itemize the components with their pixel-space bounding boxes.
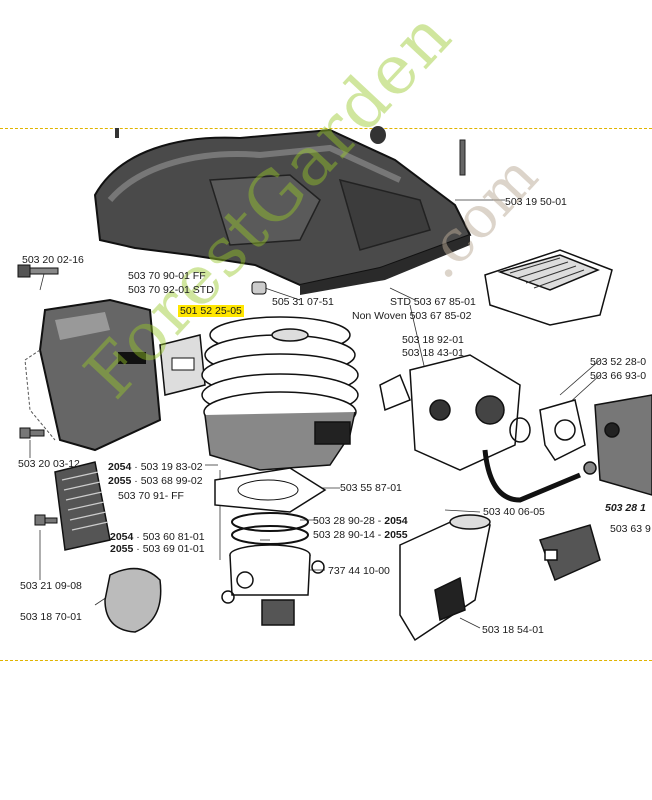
spacer — [251, 281, 267, 295]
air-filter — [484, 249, 613, 326]
piston-rings — [231, 512, 309, 545]
label-bolt: 503 20 02-16 — [22, 254, 84, 266]
label-fuel-hose: 503 40 06-05 — [483, 506, 545, 518]
cooling-plate — [54, 461, 111, 551]
label-carb-part-2: 503 66 93-0 — [590, 370, 647, 382]
bolt — [17, 264, 59, 278]
label-gasket-highlight: 501 52 25-05 — [178, 305, 244, 317]
top-dashed-border — [0, 128, 652, 129]
label-cooling-plate: 503 70 91- FF — [118, 490, 184, 502]
exhaust-gasket — [159, 334, 206, 396]
label-muffler-ff: 503 70 90-01 FF — [128, 270, 206, 282]
muffler — [24, 298, 162, 452]
label-cylinder-2054: 2054 · 503 19 83-02 — [108, 461, 203, 473]
bottom-dashed-border — [0, 660, 652, 661]
small-screws — [19, 427, 58, 526]
label-spacer: 505 31 07-51 — [272, 296, 334, 308]
carb-gaskets — [539, 399, 586, 461]
screen — [104, 567, 162, 633]
label-piston-2055: 2055 · 503 69 01-01 — [110, 543, 205, 555]
label-ring-2054: 503 28 90-28 - 2054 — [313, 515, 408, 527]
intake-manifold — [399, 514, 491, 642]
label-carburetor: 503 28 1 — [605, 502, 646, 514]
carburetor — [583, 394, 652, 496]
label-air-filter-cover: 503 19 50-01 — [505, 196, 567, 208]
piston — [221, 544, 325, 626]
label-screen: 503 18 70-01 — [20, 611, 82, 623]
label-screw: 503 21 09-08 — [20, 580, 82, 592]
label-throttle-part: 503 63 9 — [610, 523, 651, 535]
label-intake-1: 503 18 92-01 — [402, 334, 464, 346]
label-piston-2054: 2054 · 503 60 81-01 — [110, 531, 205, 543]
intake-adapter — [379, 354, 531, 471]
label-cylinder-2055: 2055 · 503 68 99-02 — [108, 475, 203, 487]
label-filter-std: STD 503 67 85-01 — [390, 296, 476, 308]
label-intake-manifold: 503 18 54-01 — [482, 624, 544, 636]
label-muffler-std: 503 70 92-01 STD — [128, 284, 214, 296]
fuel-hose — [482, 449, 581, 503]
label-muffler-screw: 503 20 03-12 — [18, 458, 80, 470]
throttle-part — [539, 524, 601, 582]
base-gasket — [214, 467, 327, 513]
label-intake-2: 503 18 43-01 — [402, 347, 464, 359]
label-circlip: 737 44 10-00 — [328, 565, 390, 577]
label-base-gasket: 503 55 87-01 — [340, 482, 402, 494]
label-filter-nonwoven: Non Woven 503 67 85-02 — [352, 310, 472, 322]
label-ring-2055: 503 28 90-14 - 2055 — [313, 529, 408, 541]
top-cover — [93, 126, 472, 295]
label-carb-part-1: 503 52 28-0 — [590, 356, 647, 368]
cylinder — [201, 316, 359, 471]
